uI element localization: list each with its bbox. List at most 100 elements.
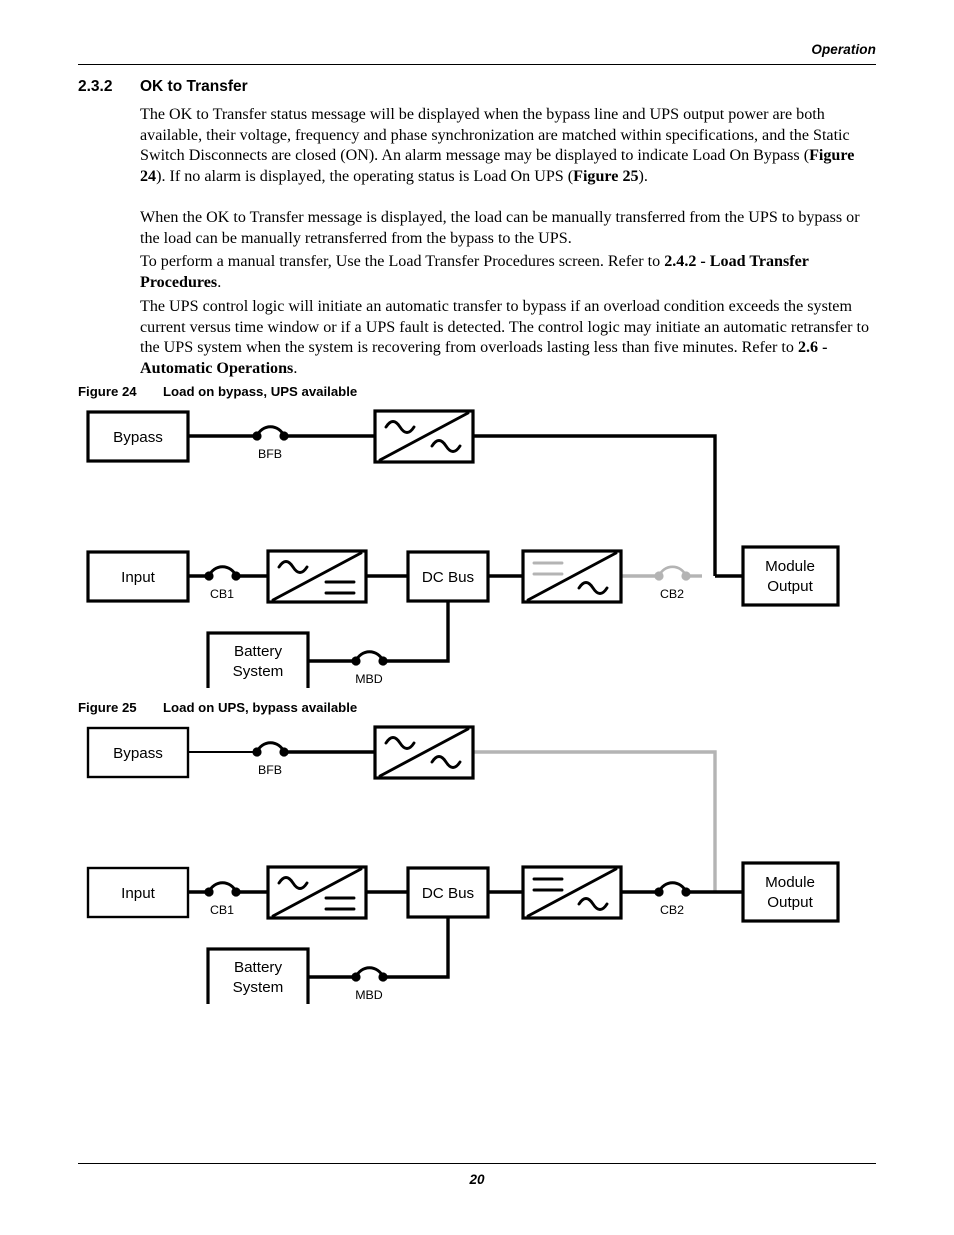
box-input bbox=[86, 550, 190, 603]
box-module-output-line1: Module bbox=[765, 558, 815, 575]
sine-icon-rectifier-in bbox=[277, 876, 309, 890]
box-dc-bus bbox=[406, 550, 490, 603]
text-run: ). If no alarm is displayed, the operati… bbox=[156, 167, 574, 185]
text-run: The UPS control logic will initiate an a… bbox=[140, 298, 870, 357]
box-dc-bus-label: DC Bus bbox=[422, 569, 475, 586]
breaker-cb2-label: CB2 bbox=[660, 903, 684, 917]
box-dc-bus-label: DC Bus bbox=[422, 885, 475, 902]
box-bypass-label: Bypass bbox=[113, 429, 163, 446]
breaker-bfb-dot-right bbox=[279, 431, 289, 441]
box-battery-line1: Battery bbox=[234, 959, 283, 976]
breaker-bfb: BFB bbox=[252, 425, 289, 461]
breaker-bfb: BFB bbox=[252, 741, 289, 777]
header-rule bbox=[78, 64, 876, 65]
box-battery-line1: Battery bbox=[234, 643, 283, 660]
breaker-mbd-dot-left bbox=[351, 656, 361, 666]
page-number: 20 bbox=[469, 1172, 485, 1187]
box-input-label: Input bbox=[121, 569, 156, 586]
paragraph-3: To perform a manual transfer, Use the Lo… bbox=[140, 252, 876, 293]
section-number: 2.3.2 bbox=[78, 78, 113, 95]
breaker-cb1-label: CB1 bbox=[210, 587, 234, 601]
figure-24-label: Figure 24 bbox=[78, 384, 137, 399]
paragraph-4: The UPS control logic will initiate an a… bbox=[140, 297, 876, 379]
breaker-cb1-dot-right bbox=[231, 571, 241, 581]
box-module-output-line2: Output bbox=[767, 578, 813, 595]
breaker-mbd-dot-right bbox=[378, 656, 388, 666]
footer-rule bbox=[78, 1163, 876, 1164]
breaker-cb2: CB2 bbox=[654, 881, 691, 917]
sine-icon-inverter-out bbox=[577, 581, 609, 595]
text-run: . bbox=[217, 273, 222, 291]
box-battery-system bbox=[206, 947, 310, 1004]
section-heading: 2.3.2 OK to Transfer bbox=[78, 78, 878, 96]
box-input-label: Input bbox=[121, 885, 156, 902]
box-module-output bbox=[741, 545, 840, 607]
text-run: When the OK to Transfer message is displ… bbox=[140, 209, 860, 247]
box-battery-system bbox=[206, 631, 310, 688]
box-module-output bbox=[741, 861, 840, 923]
breaker-bfb-label: BFB bbox=[258, 763, 282, 777]
breaker-mbd-dot-right bbox=[378, 972, 388, 982]
text-run: The OK to Transfer status message will b… bbox=[140, 106, 850, 165]
converter-rectifier-slash bbox=[271, 551, 363, 602]
sine-icon-bypass-in bbox=[384, 736, 416, 750]
sine-icon-rectifier-in bbox=[277, 560, 309, 574]
breaker-bfb-label: BFB bbox=[258, 447, 282, 461]
converter-inverter-slash bbox=[526, 551, 618, 602]
box-dc-bus bbox=[406, 866, 490, 919]
text-run: Figure 24 bbox=[140, 147, 855, 185]
breaker-cb2-dot-left bbox=[654, 887, 664, 897]
text-run: ). bbox=[638, 167, 648, 185]
breaker-mbd: MBD bbox=[351, 650, 388, 686]
box-battery-line2: System bbox=[233, 979, 284, 996]
converter-rectifier-slash bbox=[271, 867, 363, 918]
breaker-cb2: CB2 bbox=[654, 565, 691, 601]
breaker-cb1-dot-left bbox=[204, 887, 214, 897]
wire-converter-to-output-bus bbox=[473, 434, 717, 576]
section-title: OK to Transfer bbox=[140, 78, 248, 95]
paragraph-1: The OK to Transfer status message will b… bbox=[140, 105, 876, 187]
breaker-cb1-dot-right bbox=[231, 887, 241, 897]
breaker-cb2-label: CB2 bbox=[660, 587, 684, 601]
converter-rectifier bbox=[266, 549, 368, 604]
text-run: 2.4.2 - Load Transfer Procedures bbox=[140, 253, 809, 291]
figure-24-diagram: Bypass BFB Input bbox=[78, 408, 848, 688]
converter-inverter bbox=[521, 865, 623, 920]
converter-bypass-static-switch bbox=[373, 409, 475, 464]
paragraph-2: When the OK to Transfer message is displ… bbox=[140, 208, 876, 249]
box-input bbox=[86, 866, 190, 919]
converter-inverter bbox=[521, 549, 623, 604]
box-battery-line2: System bbox=[233, 663, 284, 680]
breaker-cb2-dot-left bbox=[654, 571, 664, 581]
sine-icon-inverter-out bbox=[577, 897, 609, 911]
breaker-mbd-label: MBD bbox=[355, 988, 383, 1002]
breaker-cb1-dot-left bbox=[204, 571, 214, 581]
breaker-mbd-dot-left bbox=[351, 972, 361, 982]
breaker-mbd-label: MBD bbox=[355, 672, 383, 686]
converter-bypass-static-switch bbox=[373, 725, 475, 780]
wire-dcbus-to-mbd bbox=[383, 917, 450, 979]
box-module-output-line2: Output bbox=[767, 894, 813, 911]
sine-icon-bypass-in bbox=[384, 420, 416, 434]
box-bypass-label: Bypass bbox=[113, 745, 163, 762]
breaker-bfb-dot-right bbox=[279, 747, 289, 757]
sine-icon-bypass-out bbox=[430, 439, 462, 453]
converter-bypass-slash bbox=[378, 411, 470, 462]
converter-rectifier bbox=[266, 865, 368, 920]
breaker-mbd: MBD bbox=[351, 966, 388, 1002]
text-run: Figure 25 bbox=[573, 167, 639, 185]
breaker-cb1-label: CB1 bbox=[210, 903, 234, 917]
figure-24-title: Load on bypass, UPS available bbox=[163, 384, 358, 399]
box-bypass bbox=[86, 410, 190, 463]
box-module-output-line1: Module bbox=[765, 874, 815, 891]
sine-icon-bypass-out bbox=[430, 755, 462, 769]
wire-converter-to-output-bus-inactive bbox=[473, 750, 717, 892]
running-header-title: Operation bbox=[811, 42, 876, 57]
figure-25-diagram: Bypass BFB Input bbox=[78, 724, 848, 1004]
figure-24-caption: Figure 24 Load on bypass, UPS available bbox=[78, 384, 357, 399]
converter-bypass-slash bbox=[378, 727, 470, 778]
text-run: To perform a manual transfer, Use the Lo… bbox=[140, 253, 665, 270]
breaker-cb1: CB1 bbox=[204, 881, 241, 917]
